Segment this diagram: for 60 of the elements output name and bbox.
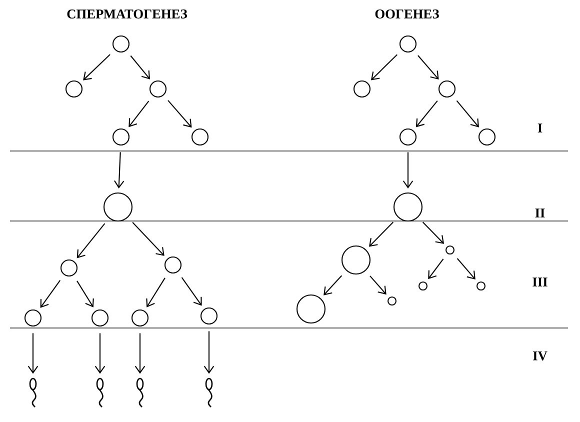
arrow xyxy=(146,278,166,308)
arrow xyxy=(422,222,444,244)
circle xyxy=(353,80,371,98)
arrow xyxy=(40,280,61,308)
sperm-drawing xyxy=(96,378,104,408)
arrow xyxy=(370,54,398,80)
circle xyxy=(418,281,428,291)
circle xyxy=(445,245,455,255)
arrow xyxy=(204,331,214,374)
circle xyxy=(476,281,486,291)
arrow xyxy=(168,100,192,128)
arrow xyxy=(28,333,38,374)
arrow xyxy=(324,275,342,296)
arrow xyxy=(132,222,164,256)
sperm-drawing xyxy=(136,378,144,408)
circle xyxy=(60,259,78,277)
sperm-drawing xyxy=(29,378,37,408)
arrow xyxy=(94,333,106,374)
circle xyxy=(112,35,130,53)
arrow xyxy=(76,280,94,308)
arrow xyxy=(416,100,438,128)
circle xyxy=(65,80,83,98)
heading: СПЕРМАТОГЕНЕЗ xyxy=(67,10,188,18)
arrow xyxy=(370,276,386,295)
circle xyxy=(296,294,326,324)
circle xyxy=(91,309,109,327)
arrow xyxy=(181,277,202,306)
arrow xyxy=(418,55,439,80)
circle xyxy=(191,128,209,146)
stage-numeral: III xyxy=(532,278,548,286)
circle xyxy=(399,35,417,53)
arrow xyxy=(134,333,146,374)
arrow xyxy=(76,223,106,258)
arrow xyxy=(128,100,150,128)
circle xyxy=(149,80,167,98)
circle xyxy=(399,128,417,146)
circle xyxy=(341,245,371,275)
circle xyxy=(164,256,182,274)
sperm-drawing xyxy=(205,378,213,408)
circle xyxy=(438,80,456,98)
circle xyxy=(393,192,423,222)
arrow xyxy=(83,54,110,80)
arrow xyxy=(428,258,444,280)
arrow xyxy=(114,152,124,188)
arrow xyxy=(456,258,476,280)
circle xyxy=(387,296,397,306)
stage-numeral: I xyxy=(538,124,542,132)
circle xyxy=(112,128,130,146)
stage-numeral: IV xyxy=(533,352,548,360)
arrow xyxy=(130,55,150,80)
arrow xyxy=(402,152,414,188)
arrow xyxy=(368,222,394,247)
heading: ООГЕНЕЗ xyxy=(375,10,439,18)
stage-numeral: II xyxy=(535,208,545,218)
circle xyxy=(103,192,133,222)
arrow xyxy=(456,100,479,128)
circle xyxy=(131,309,149,327)
circle xyxy=(200,307,218,325)
circle xyxy=(24,309,42,327)
circle xyxy=(478,128,496,146)
